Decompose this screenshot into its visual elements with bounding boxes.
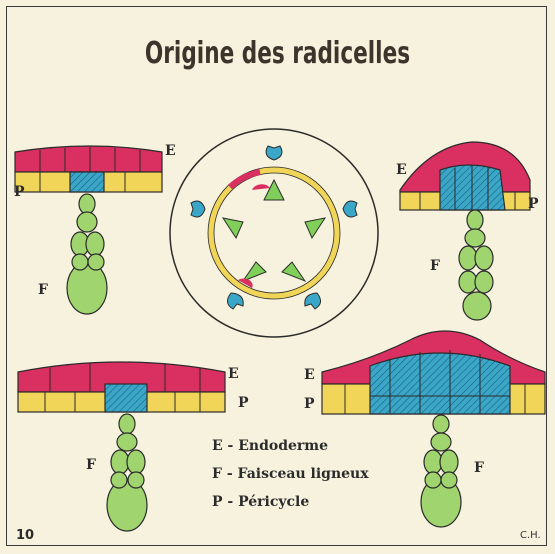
label-pericycle-2: P xyxy=(528,196,539,212)
root-primordium-cell xyxy=(70,172,104,192)
panel-stage-3 xyxy=(18,362,225,531)
xylem-vessel xyxy=(459,210,493,320)
label-bundle-3: F xyxy=(86,457,96,473)
label-bundle-4: F xyxy=(474,460,484,476)
xylem-vessel xyxy=(107,414,147,531)
xylem-vessel xyxy=(67,194,107,314)
root-cross-section xyxy=(170,129,378,337)
xylem-star xyxy=(223,180,325,281)
label-endoderm-2: E xyxy=(396,162,407,178)
xylem-vessel xyxy=(421,415,461,527)
label-endoderm-3: E xyxy=(228,366,239,382)
artist-signature: C.H. xyxy=(520,530,541,541)
label-pericycle-1: P xyxy=(14,184,25,200)
endoderm-arc xyxy=(230,172,260,187)
label-endoderm-1: E xyxy=(165,143,176,159)
legend: E - Endoderme F - Faisceau ligneux P - P… xyxy=(212,432,369,516)
page-number: 10 xyxy=(16,528,34,543)
label-pericycle-3: P xyxy=(238,395,249,411)
legend-item-endoderme: E - Endoderme xyxy=(212,432,369,460)
label-bundle-2: F xyxy=(430,258,440,274)
label-pericycle-4: P xyxy=(304,396,315,412)
legend-item-faisceau: F - Faisceau ligneux xyxy=(212,460,369,488)
root-primordium-cell xyxy=(105,384,147,412)
label-endoderm-4: E xyxy=(304,367,315,383)
label-bundle-1: F xyxy=(38,282,48,298)
root-primordium-cell xyxy=(370,353,510,414)
panel-stage-2 xyxy=(400,142,530,320)
legend-item-pericycle: P - Péricycle xyxy=(212,488,369,516)
